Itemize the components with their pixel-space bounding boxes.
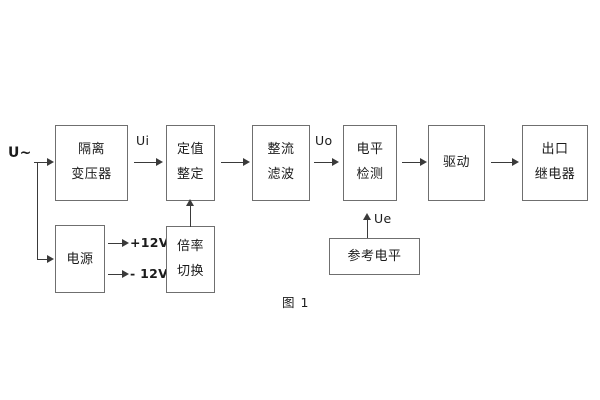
block-isolation-transformer-line2: 变压器 bbox=[71, 167, 112, 182]
block-output-relay-line1: 出口 bbox=[541, 142, 569, 158]
block-rectifier-filter-line2: 滤波 bbox=[267, 167, 295, 182]
block-drive-line1: 驱动 bbox=[442, 154, 470, 170]
signal-label-supply-positive: +12V bbox=[130, 235, 169, 250]
block-power-supply-line1: 电源 bbox=[66, 251, 94, 267]
block-multiplier-switch-line1: 倍率 bbox=[176, 238, 204, 254]
block-output-relay-line2: 继电器 bbox=[534, 167, 576, 182]
block-isolation-transformer[interactable]: 隔离 变压器 bbox=[55, 125, 128, 201]
link-power-positive bbox=[108, 243, 124, 244]
block-output-relay[interactable]: 出口 继电器 bbox=[522, 125, 588, 201]
arrow-into-setting-from-multiplier bbox=[186, 199, 194, 206]
figure-caption: 图 1 bbox=[282, 295, 310, 310]
block-rectifier-filter-line1: 整流 bbox=[267, 142, 295, 158]
block-setting-value-line1: 定值 bbox=[176, 142, 204, 158]
arrow-into-isolation-transformer bbox=[47, 158, 54, 166]
block-isolation-transformer-line1: 隔离 bbox=[77, 142, 105, 158]
block-reference-level[interactable]: 参考电平 bbox=[329, 238, 420, 275]
link-rectifier-to-level bbox=[314, 162, 334, 163]
block-level-detection-line1: 电平 bbox=[356, 142, 384, 158]
block-level-detection[interactable]: 电平 检测 bbox=[343, 125, 397, 201]
signal-label-uo: Uo bbox=[315, 133, 333, 148]
bus-branch-transformer bbox=[37, 162, 49, 163]
block-multiplier-switch-line2: 切换 bbox=[176, 263, 204, 279]
link-reference-to-level bbox=[367, 219, 368, 238]
arrow-into-output-relay bbox=[512, 158, 519, 166]
block-setting-value-line2: 整定 bbox=[176, 167, 204, 182]
block-power-supply[interactable]: 电源 bbox=[55, 225, 105, 293]
signal-label-input-ac: U~ bbox=[8, 145, 32, 161]
block-reference-level-line1: 参考电平 bbox=[347, 249, 402, 264]
block-rectifier-filter[interactable]: 整流 滤波 bbox=[252, 125, 310, 201]
arrow-into-level-detection bbox=[332, 158, 339, 166]
link-transformer-to-setting bbox=[134, 162, 158, 163]
arrow-into-power-supply bbox=[47, 255, 54, 263]
link-drive-to-output-relay bbox=[491, 162, 514, 163]
link-power-negative bbox=[108, 274, 124, 275]
arrow-supply-positive bbox=[122, 239, 129, 247]
block-setting-value[interactable]: 定值 整定 bbox=[166, 125, 215, 201]
arrow-into-drive bbox=[420, 158, 427, 166]
signal-label-ue: Ue bbox=[374, 211, 392, 226]
bus-branch-power-supply bbox=[37, 259, 49, 260]
arrow-into-rectifier-filter bbox=[243, 158, 250, 166]
bus-riser-input bbox=[37, 162, 38, 259]
block-drive[interactable]: 驱动 bbox=[428, 125, 485, 201]
block-level-detection-line2: 检测 bbox=[356, 167, 384, 182]
link-multiplier-to-setting bbox=[190, 205, 191, 227]
link-setting-to-rectifier bbox=[221, 162, 245, 163]
arrow-supply-negative bbox=[122, 270, 129, 278]
block-multiplier-switch[interactable]: 倍率 切换 bbox=[166, 226, 215, 293]
arrow-into-setting-value bbox=[156, 158, 163, 166]
link-level-to-drive bbox=[402, 162, 422, 163]
arrow-into-level-from-reference bbox=[363, 213, 371, 220]
bus-stub-input bbox=[34, 162, 38, 163]
signal-label-supply-negative: - 12V bbox=[130, 266, 169, 281]
signal-label-ui: Ui bbox=[136, 133, 150, 148]
